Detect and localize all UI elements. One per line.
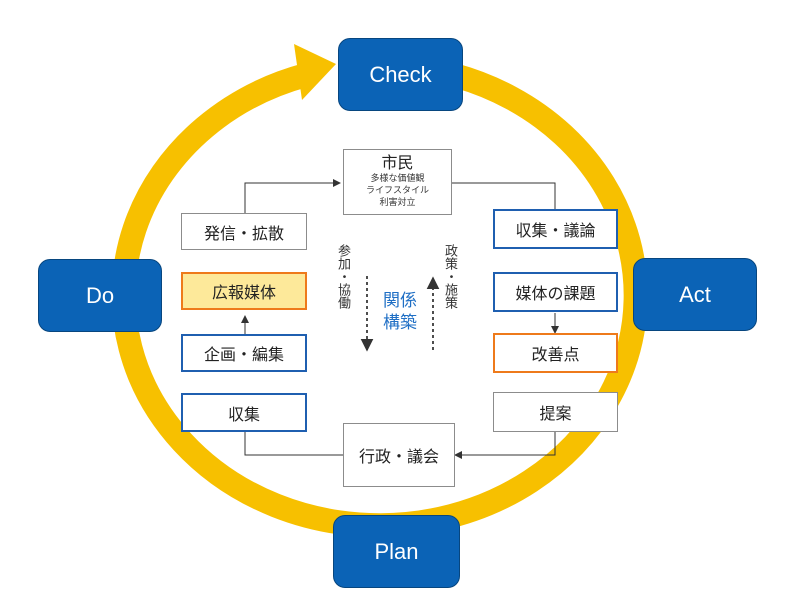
connector-right-to-gyousei bbox=[454, 432, 556, 459]
kikaku-henshuu-box: 企画・編集 bbox=[181, 334, 307, 372]
gyousei-gikai-box: 行政・議会 bbox=[343, 423, 455, 487]
connector-gyousei-to-left bbox=[244, 432, 343, 456]
kouhou-baitai-label: 広報媒体 bbox=[211, 283, 276, 302]
shuushuu-giron-box: 収集・議論 bbox=[493, 209, 618, 249]
citizen-title: 市民 bbox=[381, 153, 414, 172]
participation-text: 参加・協働 bbox=[335, 244, 350, 309]
act-box: Act bbox=[633, 258, 757, 331]
kaizenten-label: 改善点 bbox=[531, 345, 580, 364]
gyousei-gikai-label: 行政・議会 bbox=[358, 447, 439, 466]
plan-box: Plan bbox=[333, 515, 460, 588]
citizen-line-conflict: 利害対立 bbox=[379, 198, 416, 208]
shuushuu-box: 収集 bbox=[181, 393, 307, 432]
shuushuu-giron-label: 収集・議論 bbox=[515, 221, 596, 240]
relationship-building-text: 関係 構築 bbox=[375, 290, 425, 334]
connector-citizen-to-right bbox=[452, 182, 556, 209]
do-label: Do bbox=[85, 282, 115, 308]
kouhou-baitai-box: 広報媒体 bbox=[181, 272, 307, 310]
shuushuu-label: 収集 bbox=[227, 404, 260, 424]
hassin-kakusan-label: 発信・拡散 bbox=[203, 223, 284, 243]
act-label: Act bbox=[679, 281, 711, 307]
do-box: Do bbox=[38, 259, 162, 332]
cycle-arrowhead bbox=[294, 44, 336, 100]
kikaku-henshuu-label: 企画・編集 bbox=[203, 345, 284, 364]
baitai-kadai-box: 媒体の課題 bbox=[493, 272, 618, 312]
connector-left-to-citizen bbox=[244, 179, 341, 215]
hassin-kakusan-box: 発信・拡散 bbox=[181, 213, 307, 250]
policy-text: 政策・施策 bbox=[442, 244, 457, 309]
relationship-line-1: 関係 bbox=[383, 291, 417, 311]
check-label: Check bbox=[369, 61, 432, 87]
teian-label: 提案 bbox=[539, 404, 572, 423]
teian-box: 提案 bbox=[493, 392, 618, 432]
check-box: Check bbox=[338, 38, 463, 111]
baitai-kadai-label: 媒体の課題 bbox=[515, 284, 596, 303]
citizen-box: 市民 多様な価値観 ライフスタイル 利害対立 bbox=[343, 149, 452, 215]
kaizenten-box: 改善点 bbox=[493, 333, 618, 373]
citizen-line-lifestyle: ライフスタイル bbox=[365, 186, 429, 196]
relationship-line-2: 構築 bbox=[383, 313, 417, 333]
plan-label: Plan bbox=[374, 538, 419, 564]
citizen-line-values: 多様な価値観 bbox=[370, 174, 425, 184]
